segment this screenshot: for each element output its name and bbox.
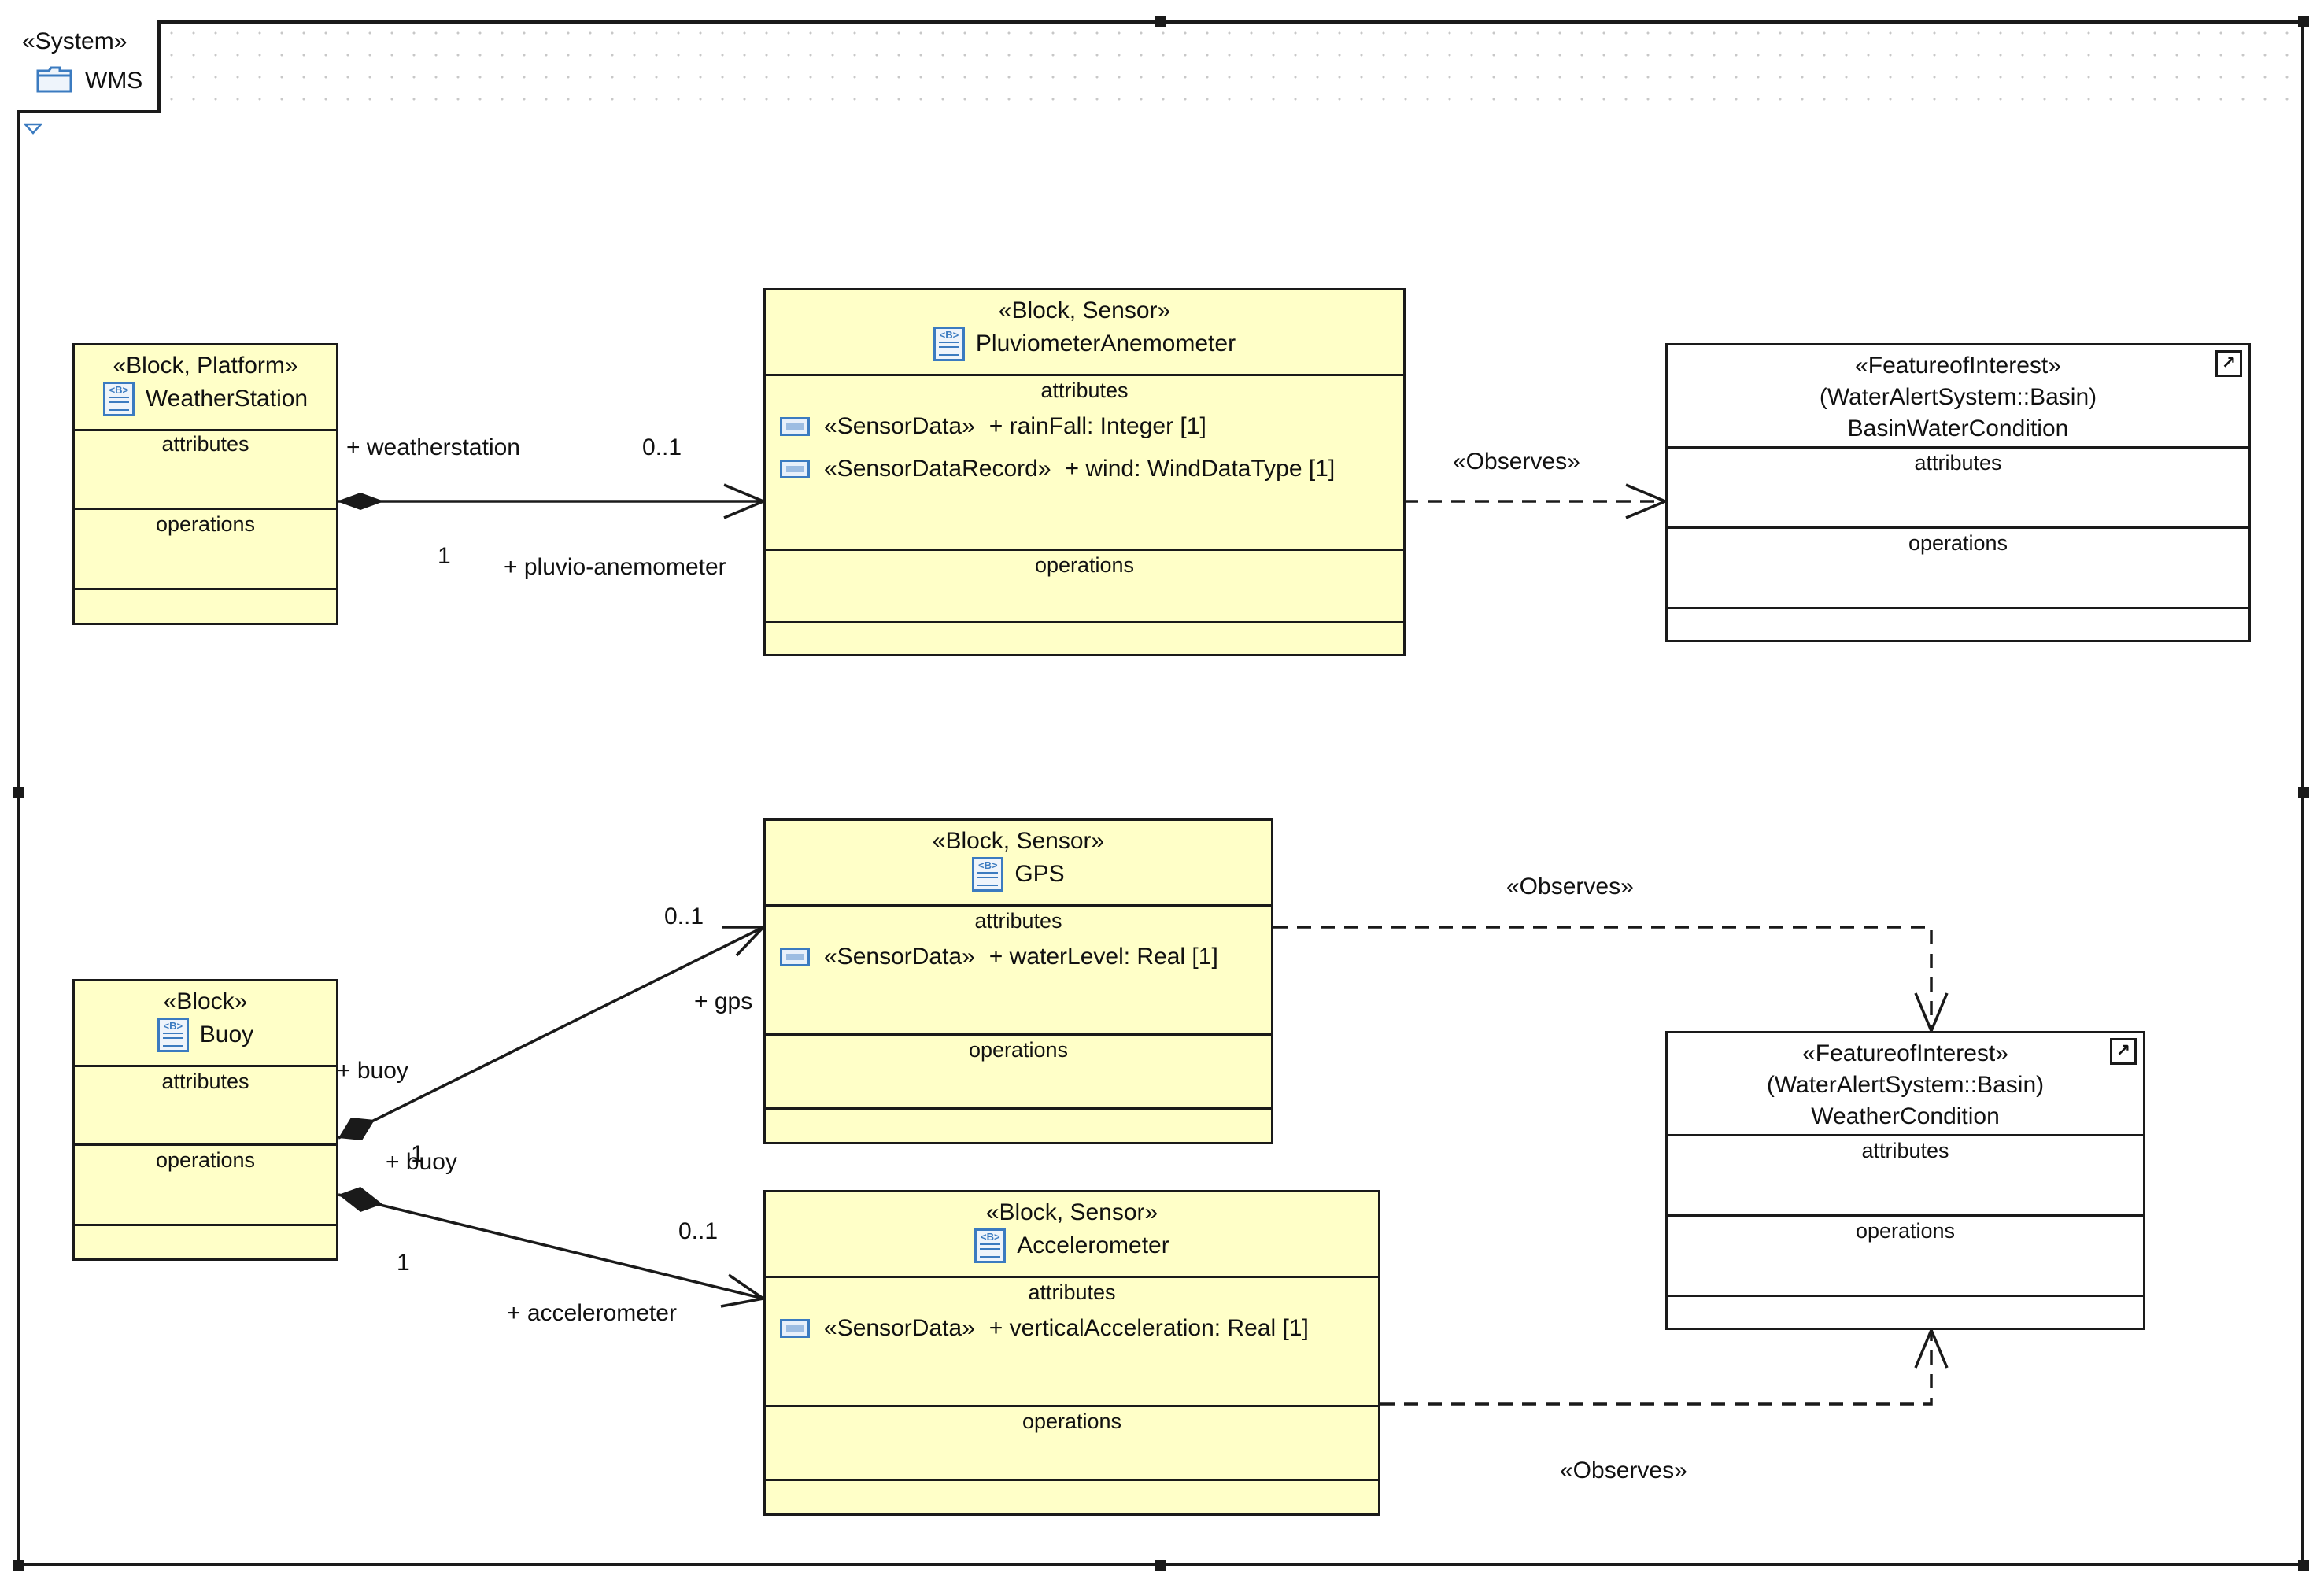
block-name: Buoy	[199, 1022, 254, 1047]
package-name: WMS	[85, 68, 143, 94]
observes-label-gps: «Observes»	[1506, 874, 1634, 900]
attribute-row[interactable]: «SensorData» + waterLevel: Real [1]	[780, 944, 1218, 970]
composite-diamond-buoy-accel	[338, 1187, 382, 1212]
block-icon: <B>	[102, 382, 135, 416]
block-weathercondition[interactable]: ↗ «FeatureofInterest» (WaterAlertSystem:…	[1665, 1031, 2145, 1330]
dependency-gps-weather	[1273, 926, 1933, 1031]
role-buoy-gps: + buoy	[337, 1058, 408, 1084]
block-basinwatercondition[interactable]: ↗ «FeatureofInterest» (WaterAlertSystem:…	[1665, 343, 2251, 642]
operations-label: operations	[1022, 1410, 1122, 1433]
block-qualifier: (WaterAlertSystem::Basin)	[1819, 384, 2097, 410]
block-qualifier: (WaterAlertSystem::Basin)	[1766, 1072, 2045, 1098]
block-stereotype: «Block, Sensor»	[985, 1199, 1158, 1225]
composite-diamond-buoy-gps	[338, 1118, 375, 1140]
role-weatherstation: + weatherstation	[346, 434, 520, 460]
attribute-icon	[780, 948, 810, 966]
mult-pluvio: 0..1	[642, 434, 682, 460]
block-stereotype: «Block, Sensor»	[932, 828, 1105, 854]
operations-label: operations	[1908, 531, 2008, 555]
frame-handle-bottom[interactable]	[1155, 1560, 1166, 1571]
block-gps[interactable]: «Block, Sensor» <B> GPS attributes «Sens…	[763, 818, 1273, 1144]
frame-handle-bottom-left[interactable]	[13, 1560, 24, 1571]
attributes-label: attributes	[161, 1070, 249, 1093]
mult-buoy-gps: 1	[411, 1141, 424, 1167]
operations-label: operations	[968, 1038, 1069, 1062]
attributes-label: attributes	[161, 432, 249, 456]
mult-buoy-accel: 1	[397, 1250, 410, 1276]
attribute-icon	[780, 460, 810, 478]
block-icon: <B>	[974, 1228, 1007, 1263]
operations-label: operations	[1034, 553, 1135, 577]
composite-diamond-ws	[337, 493, 384, 510]
attribute-stereotype: «SensorData»	[824, 1315, 975, 1341]
external-link-icon[interactable]: ↗	[2215, 350, 2242, 377]
package-tab[interactable]: «System» WMS	[17, 20, 161, 113]
block-name: BasinWaterCondition	[1847, 416, 2069, 442]
attribute-text: + wind: WindDataType [1]	[1065, 456, 1336, 482]
association-buoy-accel	[338, 1193, 764, 1300]
block-icon: <B>	[157, 1018, 189, 1052]
block-stereotype: «Block, Platform»	[113, 353, 298, 379]
frame-handle-left[interactable]	[13, 787, 24, 798]
block-name: GPS	[1014, 861, 1065, 887]
package-icon	[36, 65, 72, 93]
frame-handle-top-right[interactable]	[2298, 16, 2309, 27]
attribute-stereotype: «SensorData»	[824, 413, 975, 439]
block-name: WeatherCondition	[1811, 1103, 2000, 1129]
block-weatherstation[interactable]: «Block, Platform» <B> WeatherStation att…	[72, 343, 338, 625]
attributes-label: attributes	[1040, 379, 1129, 402]
mult-weatherstation: 1	[438, 543, 451, 569]
mult-accelerometer: 0..1	[678, 1218, 719, 1244]
frame-handle-right[interactable]	[2298, 787, 2309, 798]
operations-label: operations	[155, 512, 256, 536]
attribute-text: + verticalAcceleration: Real [1]	[988, 1315, 1309, 1341]
association-buoy-gps	[338, 926, 764, 1140]
attributes-label: attributes	[1861, 1139, 1949, 1162]
attributes-label: attributes	[1914, 451, 2002, 475]
attribute-row[interactable]: «SensorData» + verticalAcceleration: Rea…	[780, 1315, 1309, 1342]
dependency-accel-weather	[1380, 1330, 1933, 1406]
operations-label: operations	[1855, 1219, 1956, 1243]
package-stereotype: «System»	[22, 28, 127, 54]
block-accelerometer[interactable]: «Block, Sensor» <B> Accelerometer attrib…	[763, 1190, 1380, 1516]
observes-label-pluvio: «Observes»	[1453, 449, 1580, 475]
block-stereotype: «Block»	[163, 988, 248, 1014]
operations-label: operations	[155, 1148, 256, 1172]
frame-handle-bottom-right[interactable]	[2298, 1560, 2309, 1571]
block-stereotype: «FeatureofInterest»	[1802, 1040, 2008, 1066]
block-pluviometeranemometer[interactable]: «Block, Sensor» <B> PluviometerAnemomete…	[763, 288, 1406, 656]
attribute-text: + rainFall: Integer [1]	[988, 413, 1206, 439]
block-icon: <B>	[933, 327, 965, 361]
mult-gps: 0..1	[664, 903, 704, 929]
attribute-stereotype: «SensorDataRecord»	[824, 456, 1051, 482]
arrowhead-weather-bottom	[1914, 1326, 1949, 1369]
attribute-row[interactable]: «SensorDataRecord» + wind: WindDataType …	[780, 456, 1335, 482]
attribute-icon	[780, 1319, 810, 1338]
external-link-icon[interactable]: ↗	[2110, 1038, 2137, 1065]
role-gps: + gps	[694, 988, 753, 1014]
block-buoy[interactable]: «Block» <B> Buoy attributes operations	[72, 979, 338, 1261]
attribute-stereotype: «SensorData»	[824, 944, 975, 970]
block-name: Accelerometer	[1017, 1232, 1169, 1258]
attribute-text: + waterLevel: Real [1]	[988, 944, 1218, 970]
frame-header-strip	[161, 22, 2305, 113]
frame-handle-top[interactable]	[1155, 16, 1166, 27]
attribute-row[interactable]: «SensorData» + rainFall: Integer [1]	[780, 413, 1206, 440]
role-accelerometer: + accelerometer	[507, 1300, 677, 1326]
role-pluvio-anemometer: + pluvio-anemometer	[504, 554, 726, 580]
block-name: WeatherStation	[145, 386, 309, 412]
role-buoy-accel: + buoy	[386, 1149, 457, 1175]
block-stereotype: «FeatureofInterest»	[1855, 353, 2061, 379]
attributes-label: attributes	[974, 909, 1062, 933]
attributes-label: attributes	[1028, 1280, 1116, 1304]
observes-label-accel: «Observes»	[1560, 1458, 1687, 1483]
block-stereotype: «Block, Sensor»	[998, 297, 1171, 323]
block-name: PluviometerAnemometer	[975, 331, 1236, 357]
attribute-icon	[780, 417, 810, 436]
block-icon: <B>	[972, 857, 1004, 892]
